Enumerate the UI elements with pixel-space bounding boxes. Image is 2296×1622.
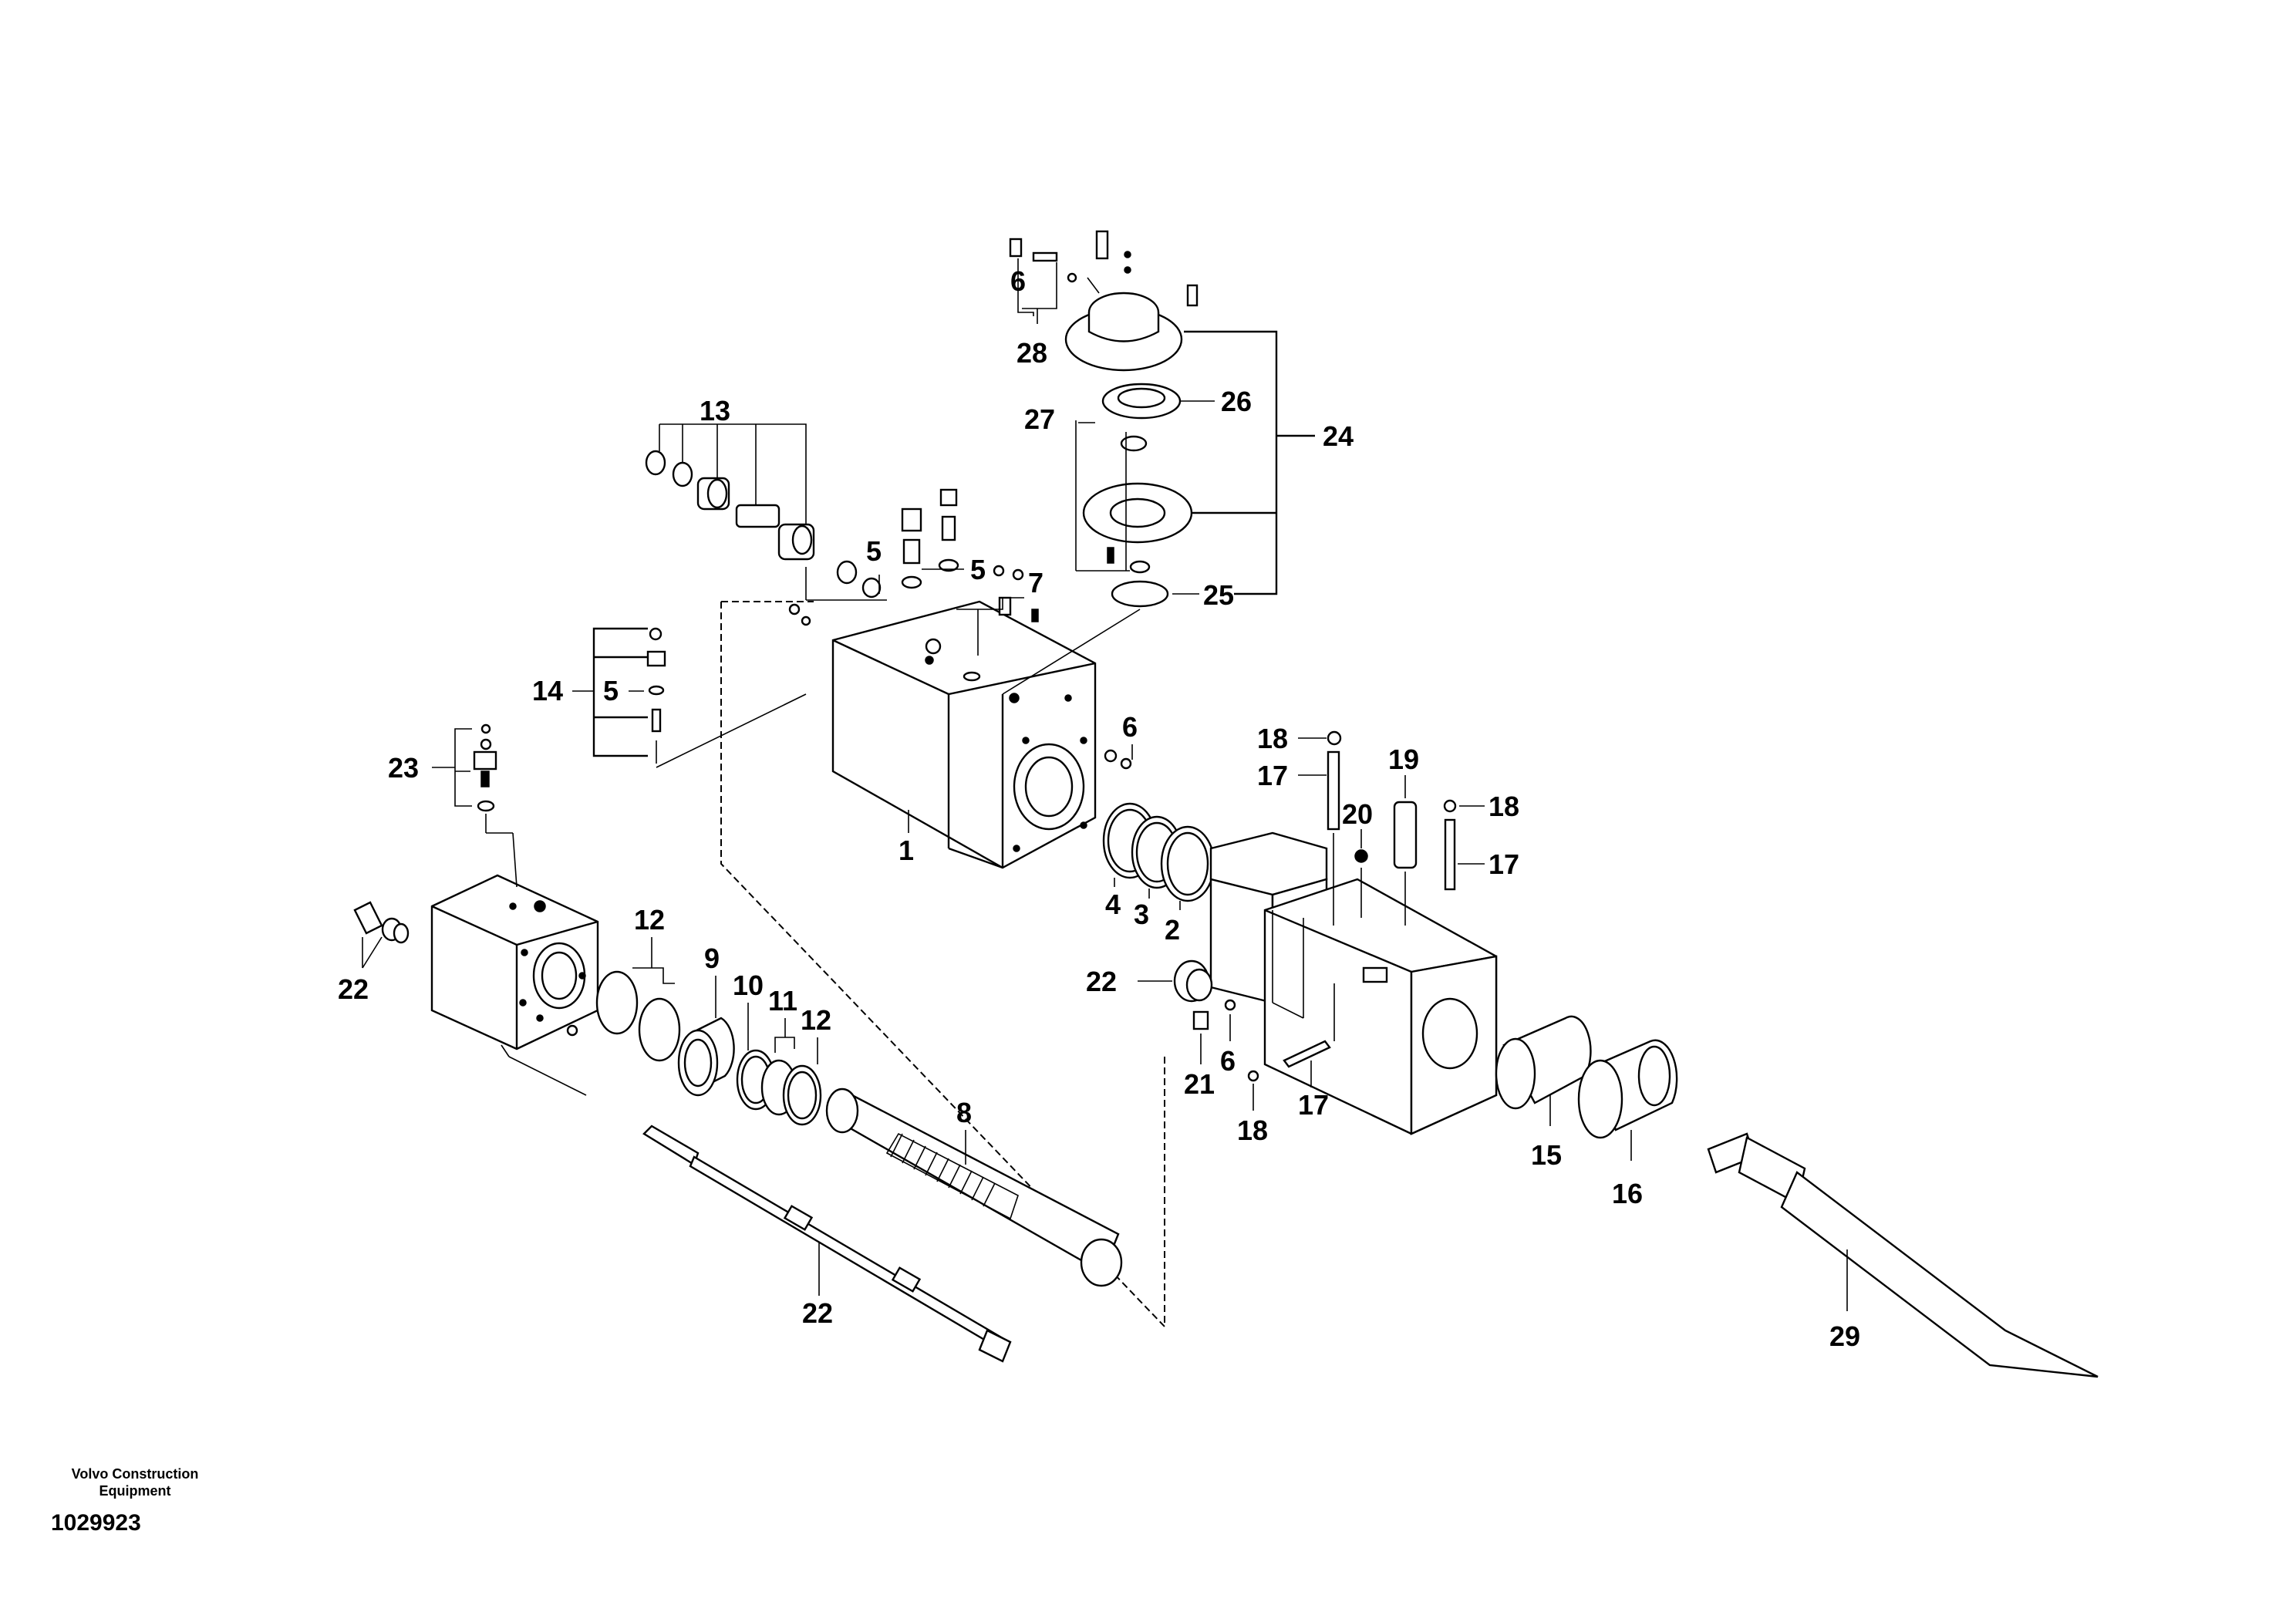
svg-text:8: 8 <box>956 1097 972 1128</box>
callout-5-b: 5 <box>922 554 986 585</box>
seal-rings <box>1102 749 1215 902</box>
svg-text:7: 7 <box>1028 567 1043 599</box>
callout-6-right: 6 <box>1122 711 1138 760</box>
svg-text:18: 18 <box>1489 791 1519 822</box>
svg-text:18: 18 <box>1237 1114 1268 1146</box>
svg-text:27: 27 <box>1024 403 1055 435</box>
back-seals <box>595 970 822 1126</box>
callout-25: 25 <box>1172 579 1234 611</box>
callout-18-bottom: 18 <box>1237 1084 1268 1146</box>
svg-text:5: 5 <box>603 675 619 706</box>
piston <box>825 1088 1123 1287</box>
svg-text:22: 22 <box>802 1297 833 1329</box>
svg-text:6: 6 <box>1122 711 1138 743</box>
svg-text:24: 24 <box>1323 420 1354 452</box>
svg-text:20: 20 <box>1342 798 1373 830</box>
callout-9: 9 <box>704 943 720 1018</box>
svg-text:13: 13 <box>700 395 730 427</box>
valve-spool-parts <box>645 450 1039 626</box>
svg-text:18: 18 <box>1257 723 1288 754</box>
svg-text:5: 5 <box>970 554 986 585</box>
tie-rod <box>642 1125 1012 1363</box>
callout-18-top: 18 <box>1257 723 1327 754</box>
svg-text:1: 1 <box>899 835 914 866</box>
callout-19: 19 <box>1388 744 1419 798</box>
svg-text:21: 21 <box>1184 1068 1215 1100</box>
callout-6-lower: 6 <box>1220 999 1236 1077</box>
callout-28: 28 <box>1017 262 1057 369</box>
callout-21: 21 <box>1184 1010 1215 1100</box>
svg-text:29: 29 <box>1829 1320 1860 1352</box>
svg-text:12: 12 <box>801 1004 831 1036</box>
svg-text:2: 2 <box>1165 914 1180 946</box>
callout-12-left: 12 <box>634 904 665 936</box>
svg-text:6: 6 <box>1220 1045 1236 1077</box>
lock-pins <box>1247 730 1457 1082</box>
svg-text:12: 12 <box>634 904 665 936</box>
svg-text:16: 16 <box>1612 1178 1643 1209</box>
callout-1: 1 <box>899 810 914 866</box>
svg-text:11: 11 <box>768 985 797 1017</box>
diagram-reference-number: 1029923 <box>51 1510 141 1536</box>
callout-17-right: 17 <box>1458 848 1519 880</box>
bushing-15: 15 <box>1495 1015 1592 1171</box>
svg-text:26: 26 <box>1221 386 1252 417</box>
callout-22-left: 22 <box>338 901 410 1005</box>
main-cylinder-body <box>831 600 1097 869</box>
callout-5-a: 5 <box>866 535 882 594</box>
valve-cap-assembly <box>1009 230 1199 608</box>
svg-text:28: 28 <box>1017 337 1047 369</box>
callout-17-top: 17 <box>1257 760 1327 791</box>
callout-24: 24 <box>1323 420 1354 452</box>
callout-5-c: 5 <box>603 675 644 706</box>
bushing-16: 16 <box>1577 1039 1678 1209</box>
svg-text:15: 15 <box>1531 1139 1562 1171</box>
svg-text:6: 6 <box>1010 265 1026 297</box>
callout-18-right: 18 <box>1459 791 1519 822</box>
svg-text:17: 17 <box>1489 848 1519 880</box>
svg-text:17: 17 <box>1257 760 1288 791</box>
svg-text:14: 14 <box>532 675 563 706</box>
svg-text:22: 22 <box>338 973 369 1005</box>
callout-23: 23 <box>388 723 518 888</box>
svg-text:22: 22 <box>1086 966 1117 997</box>
svg-text:4: 4 <box>1105 889 1121 920</box>
svg-text:5: 5 <box>866 535 882 567</box>
callout-6-top: 6 <box>1010 258 1034 316</box>
footer-block: Volvo Construction Equipment 1029923 <box>46 1465 224 1536</box>
assembly-dashed-outline <box>720 601 1165 1329</box>
callout-22-side: 22 <box>1086 959 1213 1003</box>
callout-2: 2 <box>1165 901 1181 946</box>
svg-text:25: 25 <box>1203 579 1234 611</box>
callout-20: 20 <box>1342 798 1373 848</box>
callout-10: 10 <box>733 969 764 1050</box>
callout-17-bottom: 17 <box>1298 1061 1329 1121</box>
callout-3: 3 <box>1134 889 1150 930</box>
callout-27: 27 <box>1024 403 1095 435</box>
callout-4: 4 <box>1105 878 1121 920</box>
callout-26: 26 <box>1180 386 1252 417</box>
front-head-block <box>1209 831 1498 1135</box>
callout-7: 7 <box>956 567 1043 656</box>
svg-text:9: 9 <box>704 943 720 974</box>
company-name: Volvo Construction Equipment <box>71 1466 199 1499</box>
port-plug-parts <box>646 627 666 764</box>
callout-8: 8 <box>956 1097 972 1165</box>
callout-13: 13 <box>700 395 730 427</box>
callout-29: 29 <box>1829 1249 1860 1352</box>
back-head-block <box>430 874 599 1050</box>
svg-text:19: 19 <box>1388 744 1419 775</box>
chisel-tool <box>1707 1132 2099 1378</box>
svg-text:23: 23 <box>388 752 419 784</box>
svg-text:10: 10 <box>733 969 764 1001</box>
callout-12-right: 12 <box>801 1004 831 1064</box>
callout-22-bottom: 22 <box>802 1242 833 1329</box>
callout-14: 14 <box>532 675 594 706</box>
svg-text:3: 3 <box>1134 899 1149 930</box>
svg-text:17: 17 <box>1298 1089 1329 1121</box>
callout-11: 11 <box>768 985 797 1053</box>
